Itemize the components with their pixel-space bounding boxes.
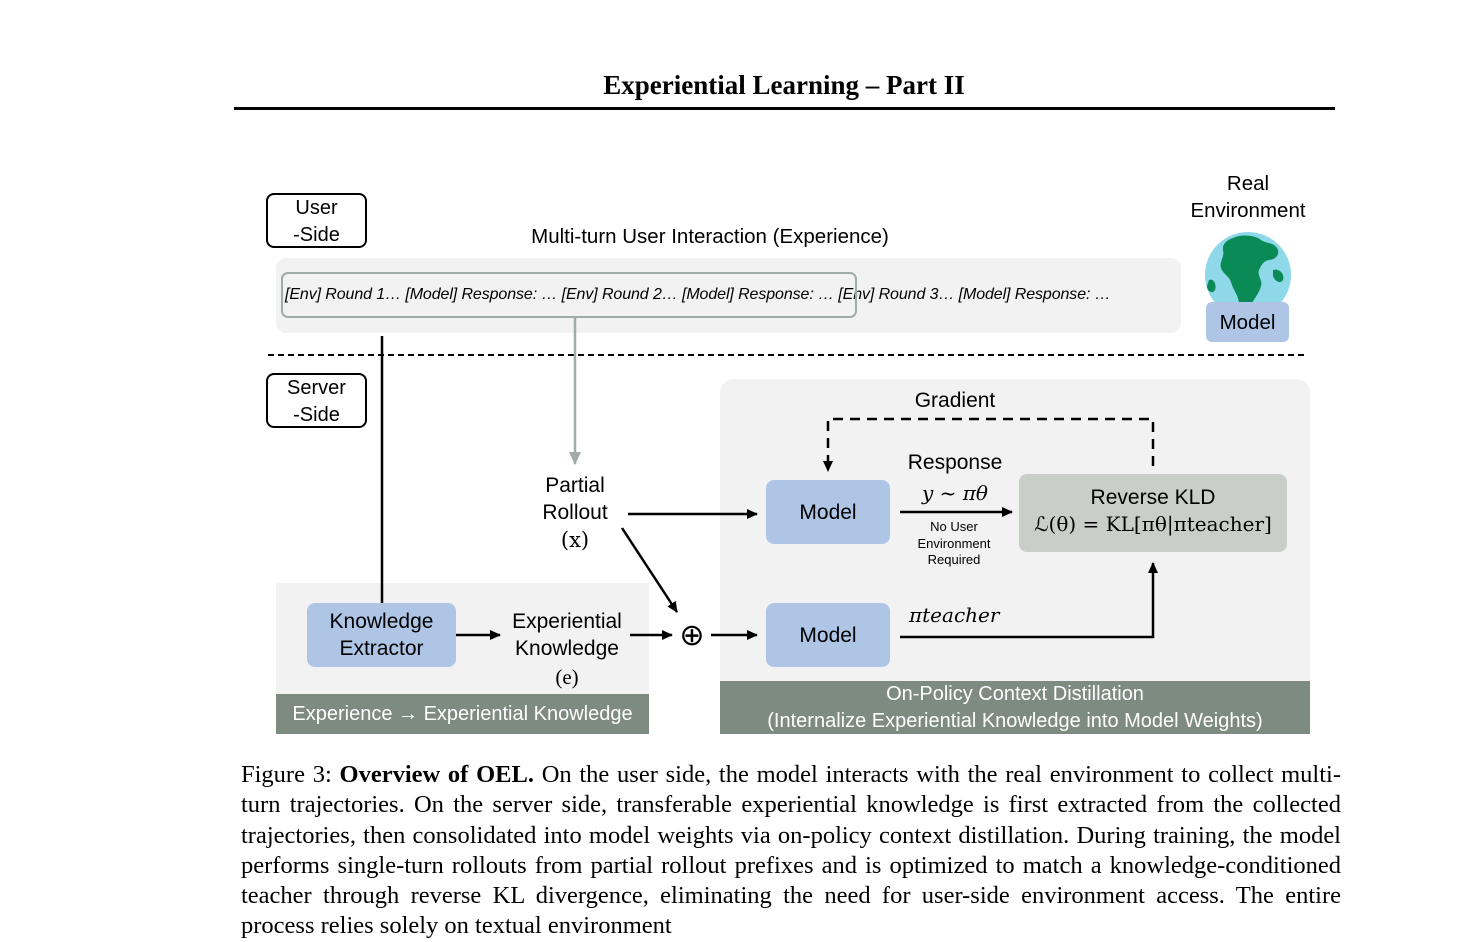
kld-formula: ℒ(θ) = KL[πθ|πteacher] [1034,512,1272,536]
teacher-to-kld-arrow [900,562,1158,639]
trajectory-text: [Env] Round 1… [Model] Response: … [Env]… [285,286,1111,303]
right-banner-line1: On-Policy Context Distillation [886,683,1144,705]
teacher-model-box: Model [766,603,890,667]
interaction-title: Multi-turn User Interaction (Experience) [531,225,889,248]
experiential-knowledge-label: Experiential Knowledge [512,610,622,660]
caption-label: Figure 3: [241,761,332,788]
figure: User -Side Server -Side Multi-turn User … [266,172,1310,734]
left-banner: Experience → Experiential Knowledge [276,694,649,734]
side-separator [268,354,1304,356]
partial-rollout-label: Partial Rollout [542,474,608,524]
gradient-loop-arrow [823,417,1155,472]
gradient-label: Gradient [914,389,996,412]
figure-caption: Figure 3: Overview of OEL. On the user s… [241,760,1341,942]
student-model-box: Model [766,480,890,544]
header-rule [234,107,1335,110]
server-side-label: Server -Side [266,373,367,428]
experiential-knowledge-symbol: (e) [555,665,579,689]
response-label: Response [907,451,1003,474]
rollout-to-plus-arrow [620,527,679,613]
figure-connectors [380,318,1158,640]
user-side-label: User -Side [266,193,367,248]
distillation-panel [720,379,1310,734]
kld-title: Reverse KLD [1090,486,1216,509]
page-header-title: Experiential Learning – Part II [603,70,965,100]
environment-model-box: Model [1206,302,1289,342]
right-banner-line2: (Internalize Experiential Knowledge into… [767,710,1263,732]
trajectory-panel [276,258,1181,333]
response-formula: y ~ πθ [922,481,988,505]
right-banner: On-Policy Context Distillation (Internal… [720,681,1310,734]
caption-text: On the user side, the model interacts wi… [241,761,1341,940]
partial-trajectory-highlight [281,272,857,318]
knowledge-extractor-box: Knowledge Extractor [307,603,456,667]
partial-rollout-symbol: (x) [560,528,590,552]
reverse-kld-box: Reverse KLD ℒ(θ) = KL[πθ|πteacher] [1019,474,1287,552]
concat-operator: ⊕ [679,619,705,652]
real-environment-label: Real Environment [1190,172,1306,222]
caption-bold-title: Overview of OEL. [339,761,534,788]
teacher-policy-symbol: πteacher [909,603,1000,627]
globe-icon [1205,232,1291,318]
no-environment-note: No User Environment Required [917,519,991,567]
